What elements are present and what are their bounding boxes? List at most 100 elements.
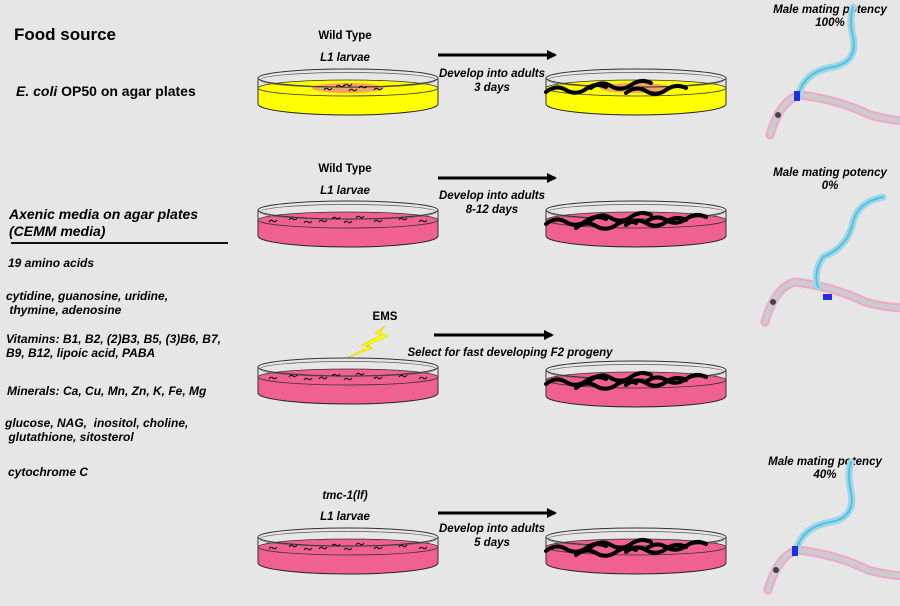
larva — [323, 87, 333, 91]
dish-row4-larvae — [257, 527, 439, 575]
adult-worm — [574, 545, 638, 558]
axenic-heading-line1: Axenic media on agar plates — [9, 206, 199, 222]
caption-line: Develop into adults — [438, 523, 546, 535]
mating-worms-row4 — [763, 458, 900, 595]
larva — [288, 374, 298, 378]
male-outline — [797, 6, 855, 98]
adult-worm — [624, 215, 688, 228]
larva — [398, 217, 408, 221]
row2-arrow-caption: Develop into adults 8-12 days — [432, 189, 552, 217]
row1-potency: Male mating potency 100% — [760, 4, 900, 30]
larva — [418, 376, 428, 380]
larva — [331, 216, 341, 220]
ingredient-line: Vitamins: B1, B2, (2)B3, B5, (3)B6, B7, — [6, 332, 221, 346]
row2-potency: Male mating potency 0% — [765, 167, 895, 193]
larva — [373, 376, 383, 380]
potency-value: 40% — [813, 469, 837, 481]
larva — [418, 546, 428, 550]
agar-surface — [257, 538, 439, 556]
larva — [318, 219, 328, 223]
adult-worm — [624, 375, 688, 388]
dish-rim-inner — [259, 72, 437, 88]
ingredient-vitamins: Vitamins: B1, B2, (2)B3, B5, (3)B6, B7, … — [6, 332, 221, 360]
pharynx-bulb — [770, 299, 776, 305]
hermaphrodite-gut — [762, 279, 900, 325]
larva — [303, 220, 313, 224]
potency-value: 100% — [815, 17, 845, 29]
dish-row3-selected — [544, 360, 727, 408]
larva — [355, 542, 365, 546]
larva — [303, 547, 313, 551]
food-source-ecoli: E. coli OP50 on agar plates — [16, 83, 196, 99]
ingredient-cytochrome: cytochrome C — [8, 465, 88, 479]
ingredient-line: B9, B12, lipoic acid, PABA — [6, 346, 156, 360]
adult-worm — [574, 218, 638, 231]
larva — [373, 546, 383, 550]
ingredient-line: glutathione, sitosterol — [5, 430, 134, 444]
larva — [373, 219, 383, 223]
larva — [268, 376, 278, 380]
ingredient-amino-acids: 19 amino acids — [8, 256, 94, 270]
dish-rim-inner — [259, 361, 437, 377]
adult-worm — [624, 542, 688, 555]
ingredient-line: glucose, NAG, inositol, choline, — [5, 416, 189, 430]
caption-line: 5 days — [474, 537, 510, 549]
adult-worm — [644, 212, 708, 225]
male-spicule — [792, 546, 798, 556]
row3-arrow-caption: Select for fast developing F2 progeny — [407, 347, 613, 359]
larva — [335, 84, 345, 88]
dish-rim-inner — [259, 204, 437, 220]
larva — [318, 546, 328, 550]
larva — [303, 377, 313, 381]
larva — [268, 219, 278, 223]
ingredient-line: 19 amino acids — [8, 256, 95, 270]
potency-label: Male mating potency — [773, 4, 887, 16]
larva — [358, 85, 368, 89]
adult-worm — [644, 372, 708, 385]
row1-strain: Wild Type — [318, 30, 372, 42]
larva — [288, 544, 298, 548]
male-worm — [812, 193, 887, 291]
row4-arrow-caption: Develop into adults 5 days — [432, 522, 552, 550]
ingredient-nucleosides: cytidine, guanosine, uridine, thymine, a… — [6, 289, 168, 317]
ingredient-sugars-lipids: glucose, NAG, inositol, choline, glutath… — [5, 416, 188, 444]
larva — [343, 377, 353, 381]
ingredient-line: cytochrome C — [8, 465, 89, 479]
ingredient-line: Minerals: Ca, Cu, Mn, Zn, K, Fe, Mg — [7, 384, 207, 398]
row1-arrow-caption: Develop into adults 3 days — [432, 67, 552, 95]
potency-label: Male mating potency — [773, 167, 887, 179]
ingredient-minerals: Minerals: Ca, Cu, Mn, Zn, K, Fe, Mg — [7, 384, 206, 398]
larva — [318, 376, 328, 380]
adult-worm — [589, 78, 653, 91]
pharynx-bulb — [775, 112, 781, 118]
potency-value: 0% — [821, 180, 839, 192]
larva — [343, 220, 353, 224]
ecoli-description: OP50 on agar plates — [57, 83, 196, 99]
larva — [343, 547, 353, 551]
lightning-icon — [346, 325, 389, 359]
row1-stage: L1 larvae — [320, 52, 370, 64]
agar-surface — [257, 211, 439, 229]
larva — [348, 88, 358, 92]
divider — [11, 242, 228, 244]
larva — [331, 373, 341, 377]
dish-row1-adults — [544, 68, 727, 116]
dish-row3-mutagenized — [257, 357, 439, 405]
bacterial-lawn — [312, 83, 384, 93]
caption-line: 3 days — [474, 82, 510, 94]
adult-worm — [624, 83, 688, 96]
dish-row1-larvae — [257, 68, 439, 116]
vulva-marker — [823, 294, 832, 300]
ecoli-species: E. coli — [16, 83, 58, 99]
mating-worms-row1 — [765, 3, 900, 140]
larva — [288, 217, 298, 221]
row2-stage: L1 larvae — [320, 185, 370, 197]
row2-strain: Wild Type — [318, 163, 372, 175]
male-worm — [792, 458, 856, 556]
ingredient-line: cytidine, guanosine, uridine, — [6, 289, 169, 303]
adult-worm — [574, 378, 638, 391]
food-source-axenic: Axenic media on agar plates (CEMM media) — [9, 206, 198, 240]
row4-strain: tmc-1(lf) — [322, 490, 368, 502]
larva — [355, 215, 365, 219]
